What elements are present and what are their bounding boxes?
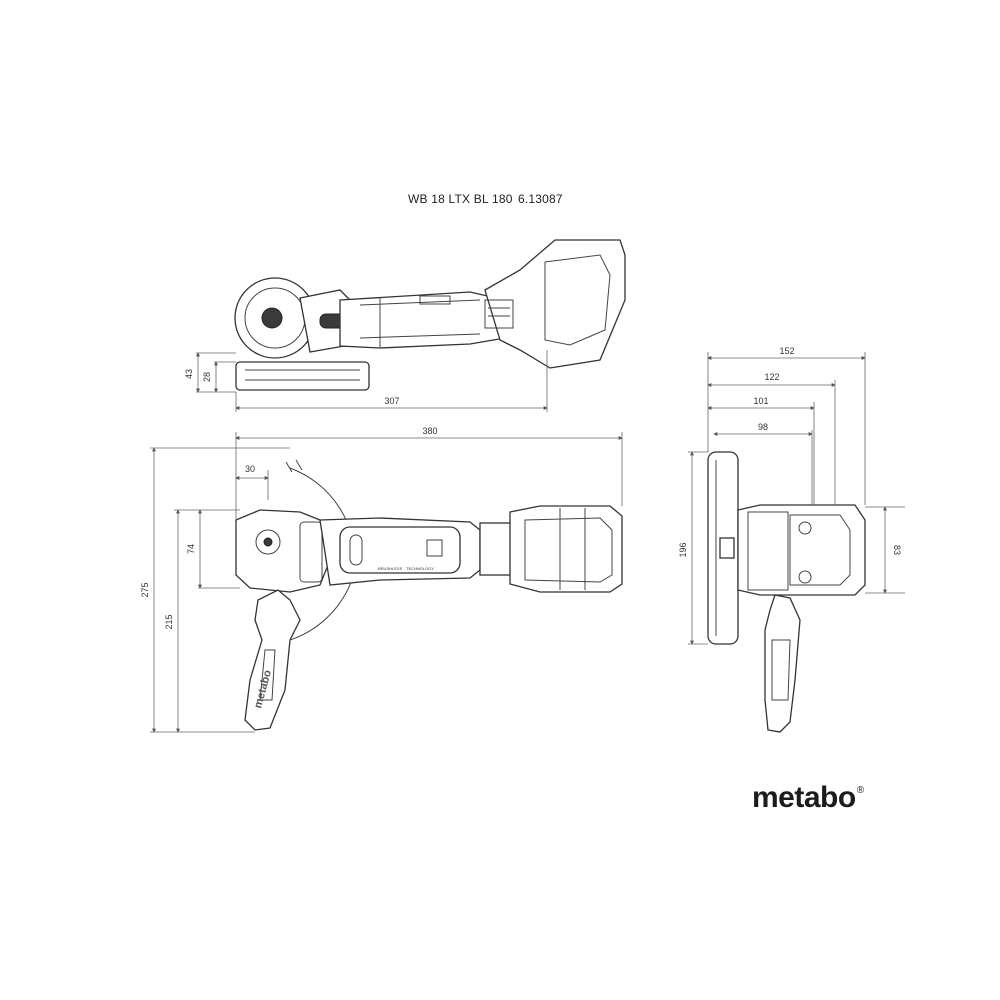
dim-122: 122 xyxy=(764,372,779,382)
dim-43: 43 xyxy=(184,369,194,379)
dim-275: 275 xyxy=(140,582,150,597)
side-view-dimension-lines xyxy=(150,432,623,733)
top-view-grinder xyxy=(234,239,626,391)
front-view: 152 122 101 98 196 83 xyxy=(678,346,905,733)
dim-74: 74 xyxy=(186,544,196,554)
dim-196: 196 xyxy=(678,542,688,557)
dim-30: 30 xyxy=(245,464,255,474)
side-view: 380 30 275 215 74 BRUSHLESS TECHNOLOGY m… xyxy=(140,426,623,733)
dim-152: 152 xyxy=(779,346,794,356)
dim-83: 83 xyxy=(892,545,902,555)
registered-mark: ® xyxy=(856,785,864,796)
top-view: 43 28 307 xyxy=(184,239,626,412)
side-view-grinder xyxy=(235,459,623,731)
dim-307: 307 xyxy=(384,396,399,406)
metabo-logo: metabo® xyxy=(752,781,864,815)
dim-215: 215 xyxy=(164,614,174,629)
part-number: 6.13087 xyxy=(518,192,563,206)
dim-98: 98 xyxy=(758,422,768,432)
body-text-technology: TECHNOLOGY xyxy=(406,566,434,571)
dim-28: 28 xyxy=(202,372,212,382)
top-view-dimension-lines xyxy=(196,350,548,412)
front-view-grinder xyxy=(707,451,866,733)
body-text-brushless: BRUSHLESS xyxy=(378,566,403,571)
model-name: WB 18 LTX BL 180 xyxy=(408,192,513,206)
front-view-dimension-lines xyxy=(688,352,905,645)
dim-380: 380 xyxy=(422,426,437,436)
brand-name: metabo xyxy=(752,781,856,814)
dim-101: 101 xyxy=(753,396,768,406)
